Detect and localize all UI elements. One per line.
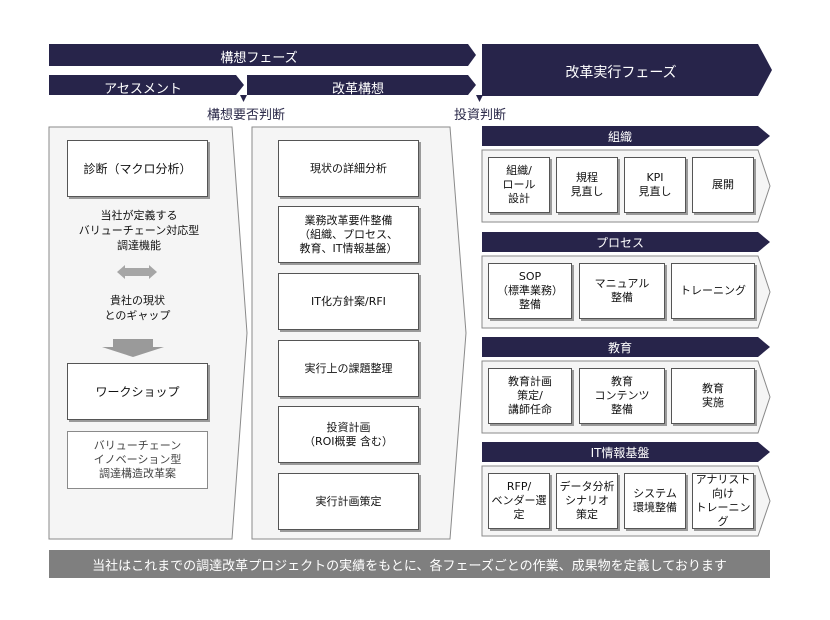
reform-concept-label: 改革構想: [331, 82, 384, 97]
section-title-org: 組織: [607, 129, 632, 144]
reform-proposal-box: バリューチェーン イノベーション型 調達構造改革案: [67, 431, 208, 489]
milestone-marker-concept: [240, 95, 247, 102]
assessment-label: アセスメント: [104, 82, 182, 97]
assessment-arrow: [49, 75, 244, 95]
section-title-process: プロセス: [595, 235, 644, 250]
execution-phase-arrow: [482, 44, 772, 96]
org-item-kpi: KPI 見直し: [624, 157, 686, 213]
it-item-rfp: RFP/ ベンダー選定: [488, 473, 550, 529]
workshop-box: ワークショップ: [67, 363, 208, 420]
defined-function-text: 当社が定義する バリューチェーン対応型 調達機能: [78, 208, 200, 252]
concept-phase-label: 構想フェーズ: [220, 51, 298, 66]
reform-item-5: 投資計画 （ROI概要 含む）: [278, 406, 419, 463]
section-bar-education: [482, 337, 770, 357]
reform-item-3: IT化方針案/RFI: [278, 273, 419, 330]
milestone-marker-investment: [476, 95, 483, 102]
it-item-scenario: データ分析 シナリオ 策定: [556, 473, 618, 529]
reform-item-1: 現状の詳細分析: [278, 140, 419, 197]
reform-item-6: 実行計画策定: [278, 473, 419, 530]
education-item-plan: 教育計画 策定/ 講師任命: [488, 368, 572, 424]
down-arrow: [102, 339, 164, 357]
reform-item-4: 実行上の課題整理: [278, 340, 419, 397]
section-bar-it: [482, 442, 770, 462]
gap-text: 貴社の現状 とのギャップ: [104, 294, 171, 322]
execution-phase-label: 改革実行フェーズ: [565, 65, 677, 81]
reform-concept-arrow: [247, 75, 476, 95]
process-item-training: トレーニング: [671, 263, 755, 319]
process-item-sop: SOP （標準業務） 整備: [488, 263, 572, 319]
reform-item-2: 業務改革要件整備 （組織、プロセス、 教育、IT情報基盤）: [278, 206, 419, 263]
it-item-analyst-training: アナリスト 向け トレーニング: [692, 473, 754, 529]
process-item-manual: マニュアル 整備: [579, 263, 665, 319]
footer-note: 当社はこれまでの調達改革プロジェクトの実績をもとに、各フェーズごとの作業、成果物…: [49, 550, 770, 578]
bidirectional-arrow: [117, 265, 157, 279]
it-item-system: システム 環境整備: [624, 473, 686, 529]
milestone-concept-decision: 構想要否判断: [206, 108, 285, 123]
education-item-delivery: 教育 実施: [671, 368, 755, 424]
section-title-it: IT情報基盤: [590, 445, 650, 460]
section-title-education: 教育: [607, 340, 632, 355]
section-bar-process: [482, 232, 770, 252]
diagnosis-box: 診断（マクロ分析）: [67, 140, 208, 197]
milestone-investment-decision: 投資判断: [453, 108, 506, 123]
concept-phase-arrow: [49, 44, 476, 66]
org-item-rollout: 展開: [692, 157, 754, 213]
section-bar-org: [482, 126, 770, 146]
org-item-rules: 規程 見直し: [556, 157, 618, 213]
org-item-role-design: 組織/ ロール 設計: [488, 157, 550, 213]
education-item-content: 教育 コンテンツ 整備: [579, 368, 665, 424]
